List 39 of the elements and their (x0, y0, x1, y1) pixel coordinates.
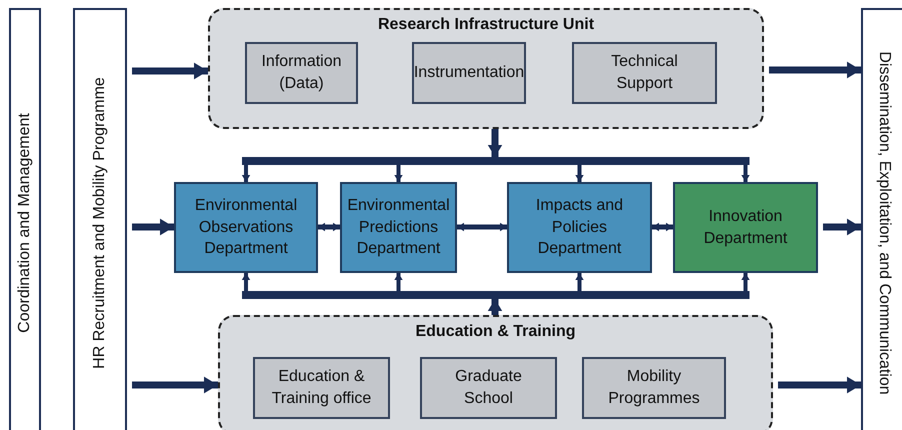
department-box (507, 182, 652, 273)
side-band (861, 8, 902, 430)
department-box (340, 182, 457, 273)
box-label: Mobility Programmes (607, 367, 701, 409)
box-label: Innovation Department (702, 206, 788, 248)
box-label: Graduate School (454, 367, 523, 409)
arrow (457, 222, 507, 232)
vertical-label: Coordination and Management (16, 113, 34, 333)
side-band (9, 8, 41, 430)
unit-box (245, 42, 358, 104)
box-label: Information (Data) (260, 52, 343, 94)
arrow (132, 218, 174, 236)
unit-box (582, 357, 726, 419)
department-box (673, 182, 818, 273)
unit-box (412, 42, 526, 104)
unit-box (420, 357, 557, 419)
side-band (73, 8, 127, 430)
group-heading: Education & Training (414, 323, 576, 341)
arrow (823, 218, 861, 236)
arrow (318, 222, 340, 232)
group-container (218, 315, 773, 430)
group-heading: Research Infrastructure Unit (376, 16, 596, 34)
vertical-label: HR Recruitment and Mobility Programme (91, 77, 109, 369)
arrow (778, 376, 861, 394)
arrow (132, 62, 208, 80)
box-label: Education & Training office (270, 367, 372, 409)
box-label: Environmental Predictions Department (346, 196, 451, 260)
box-label: Technical Support (610, 52, 679, 94)
arrow (769, 62, 861, 78)
box-label: Impacts and Policies Department (534, 196, 624, 260)
vertical-label: Dissemination, Exploitation, and Communication (874, 51, 892, 395)
unit-box (572, 42, 717, 104)
arrow (652, 222, 673, 232)
group-container (208, 8, 764, 129)
unit-box (253, 357, 390, 419)
arrow (132, 376, 218, 394)
department-box (174, 182, 318, 273)
box-label: Environmental Observations Department (194, 196, 298, 260)
box-label: Instrumentation (412, 63, 526, 84)
